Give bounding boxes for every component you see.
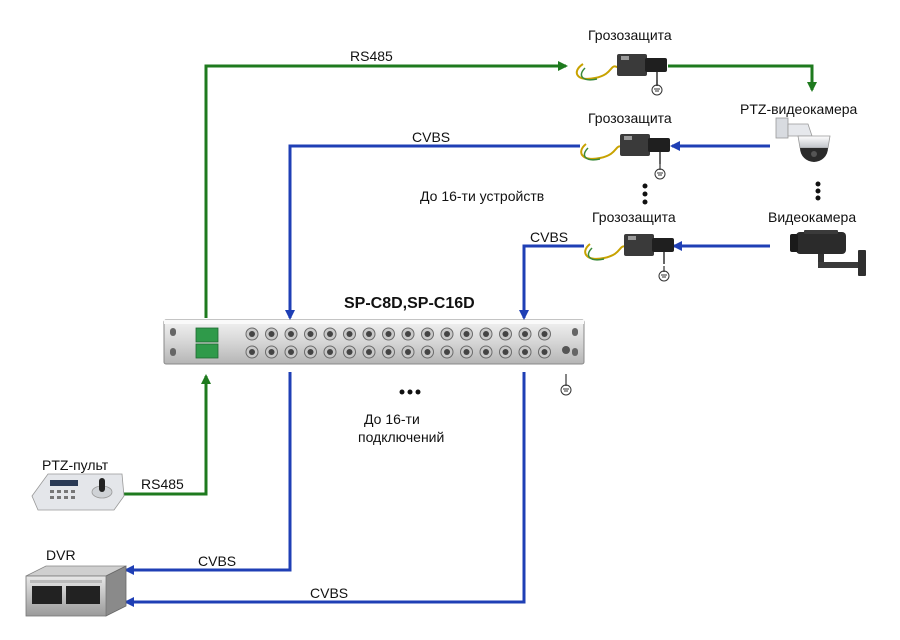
surge-protector-1 (575, 54, 667, 86)
bnc-connector (440, 345, 454, 359)
bnc-connector (245, 345, 259, 359)
bnc-connector (245, 327, 259, 341)
bnc-connector (479, 327, 493, 341)
cvbs-line-dvr2 (124, 372, 526, 607)
ptz-console-label: PTZ-пульт (42, 457, 109, 473)
bnc-connector (401, 345, 415, 359)
cvbs-line-top (285, 144, 580, 320)
bnc-connector (401, 327, 415, 341)
bnc-connector (304, 345, 317, 359)
ptz-console-icon (31, 473, 125, 511)
surge-protector-2 (580, 134, 670, 164)
ground-icon (658, 266, 670, 282)
bnc-connector (499, 327, 512, 341)
connections-count-line1: До 16-ти (364, 411, 420, 427)
bnc-connector (284, 327, 298, 341)
unit-model-label: SP-C8D,SP-C16D (344, 295, 475, 312)
bnc-connector (538, 345, 551, 359)
rs485-line-to-camera (668, 64, 817, 92)
bnc-connectors-top (245, 327, 551, 341)
ground-icon (560, 374, 572, 396)
surge-protector-2-label: Грозозащита (588, 110, 672, 126)
cvbs-label-top: CVBS (412, 129, 450, 145)
bnc-connector (343, 327, 356, 341)
cvbs-label-dvr2: CVBS (310, 585, 348, 601)
bnc-connector (265, 345, 278, 359)
bnc-connector (323, 327, 337, 341)
bnc-connector (479, 345, 493, 359)
bnc-connector (538, 327, 551, 341)
ground-icon (654, 164, 666, 180)
bnc-connector (518, 327, 532, 341)
bnc-connectors-bottom (245, 345, 551, 359)
bnc-connector (421, 345, 434, 359)
devices-count-label: До 16-ти устройств (420, 188, 544, 204)
bnc-connector (323, 345, 337, 359)
bnc-connector (362, 345, 376, 359)
cvbs-label-mid: CVBS (530, 229, 568, 245)
dvr-icon (25, 565, 127, 617)
cvbs-line-dvr1 (124, 372, 292, 575)
bnc-connector (382, 345, 395, 359)
camera-label: Видеокамера (768, 209, 856, 225)
rs485-label-bottom: RS485 (141, 476, 184, 492)
rs485-label-top: RS485 (350, 48, 393, 64)
ptz-camera-icon (775, 117, 831, 162)
bnc-connector (284, 345, 298, 359)
ground-icon (651, 80, 663, 96)
dvr-label: DVR (46, 547, 76, 563)
surge-protector-3-label: Грозозащита (592, 209, 676, 225)
bnc-connector (421, 327, 434, 341)
bnc-connector (362, 327, 376, 341)
cvbs-line-mid (519, 244, 584, 320)
bnc-connector (499, 345, 512, 359)
cvbs-label-dvr1: CVBS (198, 553, 236, 569)
ellipsis-icon (815, 181, 821, 201)
ellipsis-icon (399, 389, 421, 395)
bnc-connector (440, 327, 454, 341)
bnc-connector (518, 345, 532, 359)
bnc-connector (265, 327, 278, 341)
bnc-connector (343, 345, 356, 359)
rs485-line-top (204, 61, 568, 318)
bnc-connector (304, 327, 317, 341)
bnc-connector (460, 345, 473, 359)
bnc-connector (460, 327, 473, 341)
box-camera-icon (790, 230, 866, 276)
surge-protector-1-label: Грозозащита (588, 27, 672, 43)
connections-count-line2: подключений (358, 429, 444, 445)
surge-protector-3 (584, 234, 674, 264)
bnc-connector (382, 327, 395, 341)
rs485-line-bottom (122, 374, 211, 496)
rack-unit-sp-c8d-c16d (163, 319, 585, 365)
ptz-camera-label: PTZ-видеокамера (740, 101, 858, 117)
ellipsis-icon (642, 183, 648, 205)
